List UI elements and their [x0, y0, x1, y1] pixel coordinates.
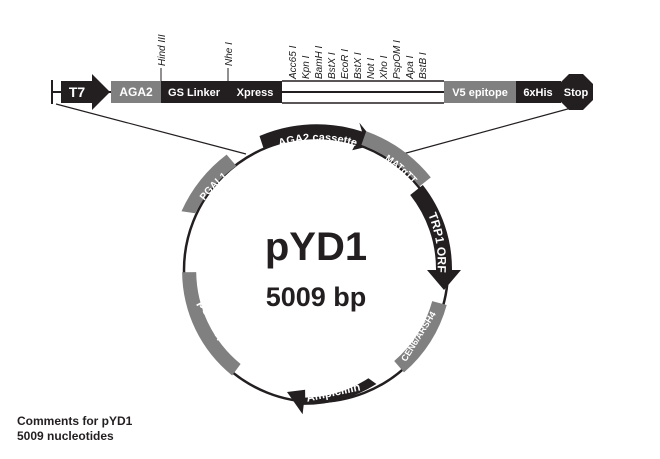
- stop-octagon: [559, 74, 593, 110]
- feature-cen6-arsh4: CEN6/ARSH4: [394, 301, 447, 373]
- expansion-line-right: [387, 103, 587, 159]
- mat-tt-block: [361, 131, 431, 187]
- his-tag-label: 6xHis: [523, 87, 552, 99]
- site-xho: Xho I: [379, 55, 390, 80]
- site-bstx-1: BstX I: [327, 52, 338, 79]
- restriction-sites: Hind III Nhe I Acc65 I Kpn I BamH I BstX…: [157, 34, 429, 81]
- site-bstx-2: BstX I: [353, 52, 364, 79]
- site-apa: Apa I: [405, 55, 416, 80]
- plasmid-size: 5009 bp: [266, 282, 367, 312]
- feature-trp1-orf: TRP1 ORF: [410, 185, 461, 290]
- cen6-arsh4-block: [394, 301, 447, 373]
- feature-puc-ori: pUC ori: [182, 272, 241, 376]
- plasmid-name: pYD1: [265, 225, 367, 269]
- stop-label: Stop: [564, 87, 589, 99]
- trp1-orf-label: TRP1 ORF: [425, 210, 449, 273]
- trp1-orf-arrow: [410, 185, 461, 290]
- feature-pgal1: PGAL1: [181, 154, 237, 214]
- expansion-line-left: [55, 103, 247, 155]
- aga2-cassette-label: AGA2 cassette: [277, 132, 359, 150]
- aga2-cassette-arrow: [259, 122, 377, 151]
- feature-ampicillin: Ampicillin: [287, 378, 377, 415]
- ampicillin-arrow: [287, 378, 377, 415]
- site-not: Not I: [366, 58, 377, 79]
- t7-promoter-arrow: [61, 74, 110, 110]
- site-bstb: BstB I: [418, 52, 429, 79]
- v5-epitope-segment: [444, 81, 516, 103]
- comments-nucleotides: 5009 nucleotides: [17, 429, 114, 443]
- site-nhe: Nhe I: [224, 42, 235, 66]
- site-pspom: PspOM I: [392, 40, 403, 79]
- cassette-bar: T7 AGA2 GS Linker Xpress V5 epitope 6xHi…: [51, 74, 593, 110]
- xpress-segment: [228, 81, 282, 103]
- site-bamh: BamH I: [314, 45, 325, 79]
- his-tag-segment: [516, 81, 561, 103]
- t7-label: T7: [69, 84, 86, 100]
- site-kpn: Kpn I: [301, 55, 312, 79]
- comments-block: Comments for pYD1 5009 nucleotides: [17, 414, 132, 444]
- feature-mat-tt: MATαTT: [361, 131, 431, 187]
- xpress-label: Xpress: [237, 87, 274, 99]
- aga2-label: AGA2: [119, 85, 153, 99]
- site-acc65: Acc65 I: [288, 45, 299, 80]
- gs-linker-segment: [161, 81, 228, 103]
- v5-epitope-label: V5 epitope: [452, 87, 508, 99]
- site-hind: Hind III: [157, 34, 168, 66]
- comments-title: Comments for pYD1: [17, 414, 133, 428]
- puc-ori-block: [182, 272, 241, 376]
- aga2-segment: [111, 81, 161, 103]
- site-ecor: EcoR I: [340, 49, 351, 79]
- feature-aga2-cassette: AGA2 cassette: [259, 122, 377, 151]
- gs-linker-label: GS Linker: [168, 87, 221, 99]
- pgal1-block: [181, 154, 237, 214]
